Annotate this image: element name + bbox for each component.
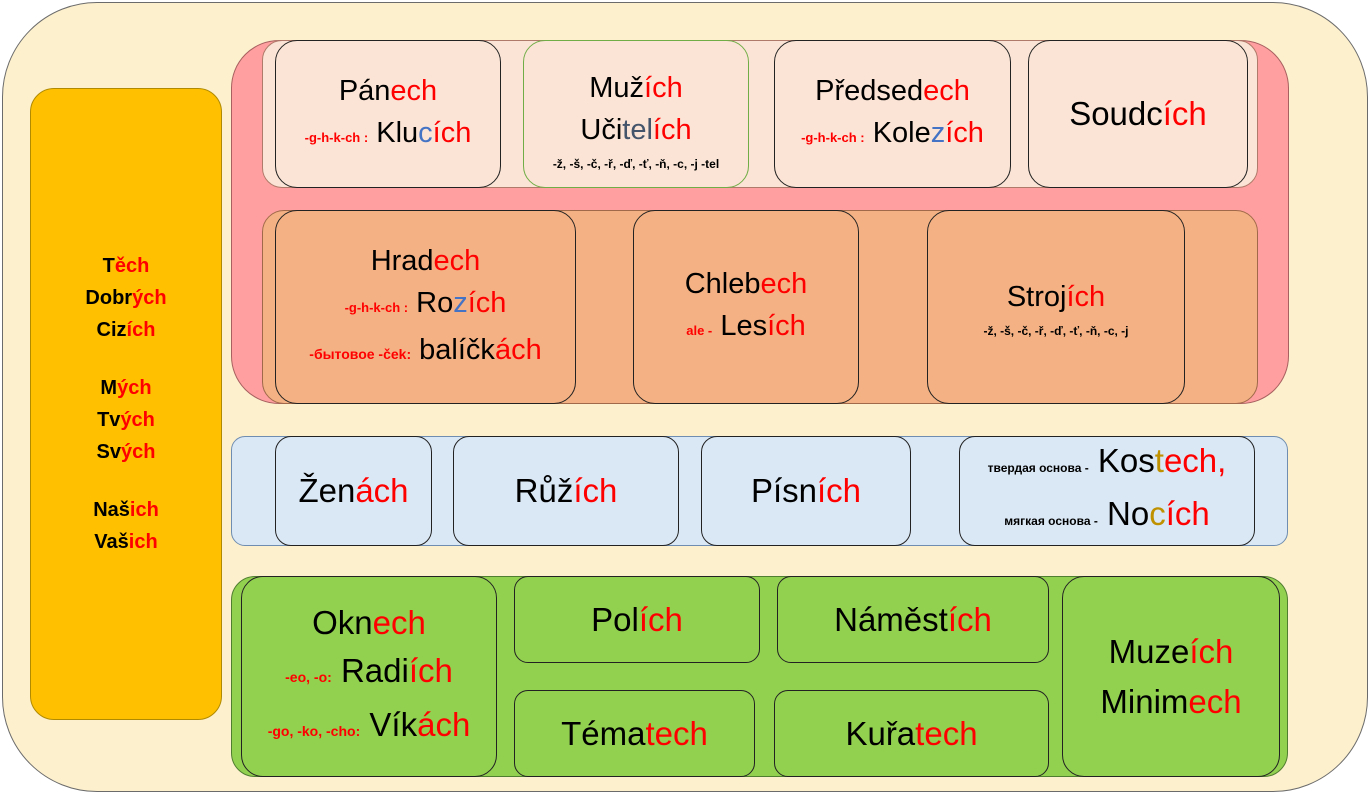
box-pisnich: Písních: [701, 436, 911, 546]
box-hradech: Hradech -g-h-k-ch : Rozích -бытовое -ček…: [275, 210, 576, 404]
adjective-panel: Těch Dobrých Cizích Mých Tvých Svých Naš…: [30, 88, 222, 720]
word-namestich: Náměstích: [834, 600, 992, 638]
box-strojich: Strojích -ž, -š, -č, -ř, -ď, -ť, -ň, -c,…: [927, 210, 1185, 404]
word-nocich: мягкая основа - Nocích: [1004, 495, 1210, 532]
word-klucich: -g-h-k-ch : Klucích: [304, 116, 472, 149]
pronoun-tvych: Tvých: [97, 409, 155, 431]
box-tematech: Tématech: [514, 690, 755, 777]
pronoun-svych: Svých: [96, 441, 156, 463]
box-namestich: Náměstích: [777, 576, 1049, 663]
word-hradech: Hradech: [370, 244, 481, 277]
word-chlebech: Chlebech: [684, 267, 808, 300]
note-soft-consonants: -ž, -š, -č, -ř, -ď, -ť, -ň, -c, -j -tel: [552, 157, 720, 171]
box-panech: Pánech -g-h-k-ch : Klucích: [275, 40, 501, 188]
word-zenach: Ženách: [298, 472, 409, 509]
word-polich: Polích: [591, 600, 683, 638]
box-soudcich: Soudcích: [1028, 40, 1248, 188]
word-ruzich: Růžích: [514, 472, 618, 509]
word-kolezich: -g-h-k-ch : Kolezích: [801, 116, 984, 149]
word-strojich: Strojích: [1006, 281, 1106, 313]
word-oknech: Oknech: [312, 603, 426, 641]
word-ucitelich: Učitelích: [580, 114, 692, 146]
word-rozich: -g-h-k-ch : Rozích: [344, 286, 507, 319]
word-kostech: твердая основа - Kostech,: [987, 442, 1227, 479]
box-oknech: Oknech -eo, -o: Radiích -go, -ko, -cho: …: [241, 576, 497, 777]
box-ruzich: Růžích: [453, 436, 679, 546]
box-polich: Polích: [514, 576, 760, 663]
pronoun-nasich: Našich: [93, 499, 159, 521]
adjective-group-3: Našich Vašich: [93, 494, 159, 558]
word-tematech: Tématech: [561, 714, 708, 752]
box-chlebech: Chlebech ale - Lesích: [633, 210, 859, 404]
box-predsedech: Předsedech -g-h-k-ch : Kolezích: [774, 40, 1011, 188]
note-soft-consonants-2: -ž, -š, -č, -ř, -ď, -ť, -ň, -c, -j: [983, 324, 1129, 338]
word-predsedech: Předsedech: [815, 74, 970, 107]
word-muzeich: Muzeích: [1108, 632, 1234, 670]
box-zenach: Ženách: [275, 436, 432, 546]
adjective-group-1: Těch Dobrých Cizích: [85, 250, 166, 346]
box-muzeich: Muzeích Minimech: [1062, 576, 1280, 777]
pronoun-mych: Mých: [100, 377, 152, 399]
word-radiich: -eo, -o: Radiích: [285, 651, 453, 689]
box-muzich: Mužích Učitelích -ž, -š, -č, -ř, -ď, -ť,…: [523, 40, 749, 188]
box-kuratech: Kuřatech: [774, 690, 1049, 777]
adjective-dobrych: Dobrých: [85, 287, 167, 309]
word-muzich: Mužích: [589, 72, 683, 104]
adjective-tech: Těch: [102, 255, 150, 277]
pronoun-vasich: Vašich: [94, 531, 158, 553]
adjective-group-2: Mých Tvých Svých: [97, 372, 156, 468]
word-balickach: -бытовое -ček: balíčkách: [309, 333, 542, 366]
word-vikach: -go, -ko, -cho: Víkách: [267, 705, 471, 743]
word-kuratech: Kuřatech: [845, 714, 978, 752]
word-soudcich: Soudcích: [1069, 95, 1207, 132]
word-minimech: Minimech: [1100, 682, 1242, 720]
box-kostech: твердая основа - Kostech, мягкая основа …: [959, 436, 1255, 546]
word-lesich: ale - Lesích: [686, 309, 806, 342]
word-pisnich: Písních: [750, 472, 862, 509]
word-panech: Pánech: [338, 74, 438, 107]
adjective-cizich: Cizích: [96, 319, 156, 341]
